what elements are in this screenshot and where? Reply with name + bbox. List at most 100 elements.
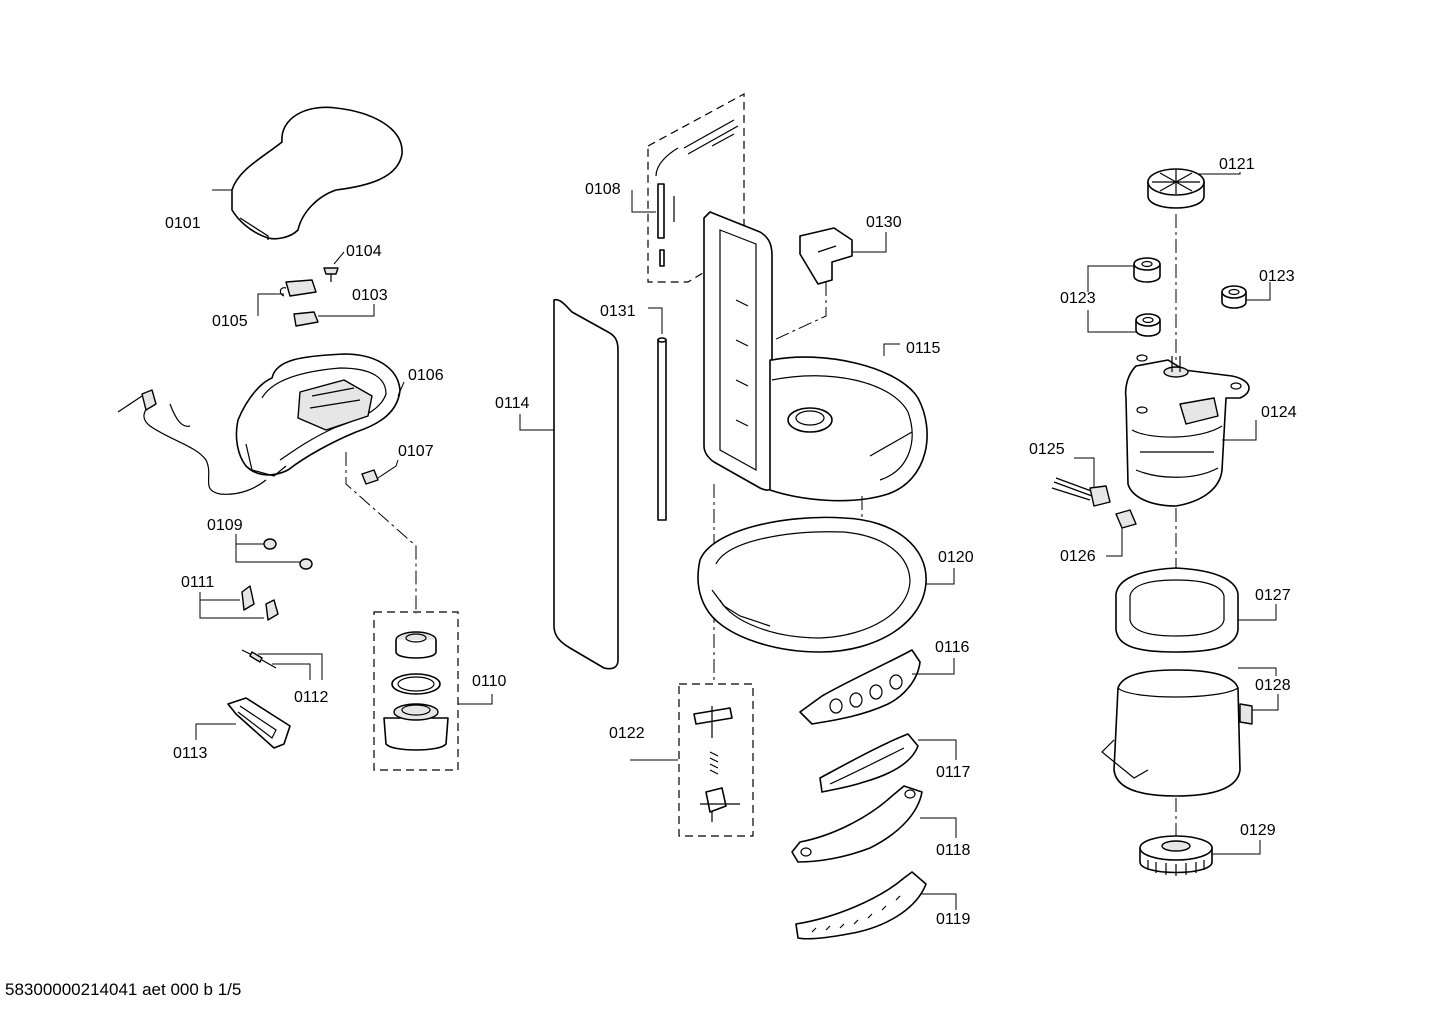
assembly-line-0130 [773,282,827,341]
part-0101-lid [231,106,403,240]
callout-0123b: 0123 [1259,268,1295,285]
leader-0131 [648,307,663,334]
part-0113-bracket [227,697,291,749]
leader-0114 [519,414,554,431]
leader-0130 [852,232,887,253]
leader-0106 [397,381,405,397]
part-0116-plate [799,649,921,725]
leader-0117 [918,739,957,760]
leader-0128 [1238,667,1279,711]
leader-0123a [1087,265,1136,333]
document-footer-id: 58300000214041 aet 000 b 1/5 [5,980,242,999]
leader-0116 [912,658,955,675]
leader-0119 [920,893,957,910]
callout-0107: 0107 [398,443,434,460]
part-0128-motor-housing [1101,669,1253,797]
callout-0131: 0131 [600,303,636,320]
callout-0109: 0109 [207,517,243,534]
callout-0108: 0108 [585,181,621,198]
leader-0120 [926,568,955,585]
part-0129-gear [1139,835,1213,876]
callout-0112: 0112 [294,689,329,706]
part-0127-gasket [1115,567,1239,653]
part-0119-rack [795,871,927,940]
part-0112-pins [241,649,277,669]
callout-0123a: 0123 [1060,290,1096,307]
leader-0118 [920,817,957,838]
callout-0124: 0124 [1261,404,1297,421]
callout-0129: 0129 [1240,822,1276,839]
assembly-line-0106-0110 [345,452,417,614]
group-box-0122 [678,683,754,837]
callout-0114: 0114 [495,395,530,412]
part-0123-bushing-a [1133,257,1161,283]
leader-0127 [1238,604,1277,621]
part-0105-switch [279,279,317,297]
part-0104-screw [323,267,339,282]
leader-0113 [195,723,236,740]
callout-0128: 0128 [1255,677,1291,694]
part-0107-clip [361,469,379,485]
part-0124-motor [1124,354,1250,507]
callout-0118: 0118 [936,842,971,859]
part-0123-bushing-c [1221,285,1247,309]
leader-0103 [318,304,375,317]
callout-0116: 0116 [935,639,970,656]
callout-0122: 0122 [609,725,645,742]
group-box-0108 [647,92,745,283]
leader-0104 [333,251,345,265]
callout-0106: 0106 [408,367,444,384]
leader-0105 [257,293,284,316]
callout-0105: 0105 [212,313,248,330]
part-0120-ring [697,516,927,653]
leader-0110 [458,694,493,705]
part-0123-bushing-b [1135,313,1161,337]
part-0131-rod [657,337,667,521]
part-0103-block [293,311,319,327]
callout-0126: 0126 [1060,548,1096,565]
leader-0108 [631,190,656,213]
part-0125-sensor [1051,477,1111,507]
part-0126-clip [1115,509,1137,529]
callout-0101: 0101 [165,215,201,232]
part-0109-nuts [263,538,313,570]
leader-0107 [377,459,399,479]
callout-0127: 0127 [1255,587,1291,604]
callout-0113: 0113 [173,745,208,762]
part-0114-side-panel [553,298,619,670]
part-0121-impeller [1147,168,1205,209]
part-0106-base-housing [117,353,401,495]
callout-0117: 0117 [936,764,971,781]
leader-0125 [1074,457,1095,488]
part-0130-knob [799,227,853,285]
part-0118-arm [791,785,923,863]
leader-0129 [1212,840,1261,855]
group-box-0110 [373,611,459,771]
part-0108-tubes [655,119,739,267]
part-0110-seal-set [383,631,449,751]
part-0117-plate [819,733,919,793]
callout-0119: 0119 [936,911,971,928]
callout-0121: 0121 [1219,156,1255,173]
leader-0111 [199,592,264,619]
callout-0115: 0115 [906,340,941,357]
part-0115-top-plate [769,356,928,502]
callout-0120: 0120 [938,549,974,566]
leader-0123b [1246,282,1271,301]
leader-0109 [235,534,300,563]
leader-0126 [1106,528,1123,557]
callout-0103: 0103 [352,287,388,304]
callout-0104: 0104 [346,243,382,260]
leader-0115 [883,343,900,356]
part-0122-valve [693,706,740,822]
part-0111-clips [241,585,279,621]
part-column-frame [703,211,773,491]
leader-0124 [1222,420,1257,441]
leader-0121 [1198,172,1241,175]
callout-0111: 0111 [181,574,214,591]
callout-0125: 0125 [1029,441,1065,458]
callout-0130: 0130 [866,214,902,231]
leader-0112 [258,653,323,680]
callout-0110: 0110 [472,673,507,690]
